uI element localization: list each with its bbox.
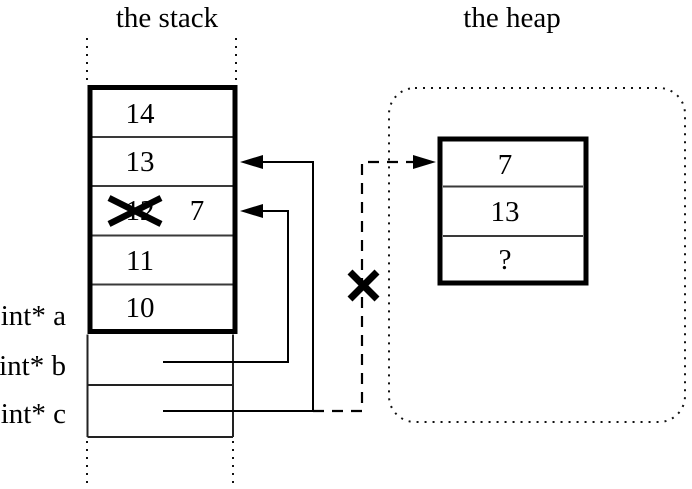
label-int-ptr-a: int* a xyxy=(1,300,66,332)
pointer-c-line xyxy=(163,161,314,412)
heap-block-frame xyxy=(437,136,589,286)
stack-cell-value-7-replacement: 7 xyxy=(190,195,205,227)
stack-title: the stack xyxy=(116,2,219,34)
label-int-ptr-b: int* b xyxy=(0,350,66,382)
stack-cell-value-11: 11 xyxy=(126,245,154,277)
heap-cell-value-7: 7 xyxy=(498,149,513,181)
heap-cell-dividers xyxy=(443,185,583,237)
pointer-c-arrowhead-left-icon xyxy=(240,155,263,169)
heap-region-dotted-border xyxy=(388,87,686,423)
heap-title: the heap xyxy=(463,2,560,34)
pointer-variable-cells xyxy=(86,334,234,438)
broken-link-x-icon xyxy=(347,269,380,302)
pointer-b-arrowhead-left-icon xyxy=(240,204,263,218)
pointer-b-line xyxy=(163,210,289,363)
label-int-ptr-c: int* c xyxy=(1,398,66,430)
stack-cell-value-14: 14 xyxy=(126,98,156,130)
stack-cell-dividers xyxy=(92,136,233,286)
heap-cell-value-question: ? xyxy=(499,244,512,276)
heap-cell-value-13: 13 xyxy=(491,196,520,228)
stack-cell-value-13: 13 xyxy=(126,146,155,178)
cross-out-icon xyxy=(107,195,163,227)
stack-frame xyxy=(87,85,238,334)
dashed-pointer-arrowhead-right-icon xyxy=(413,155,436,169)
stack-cell-value-10: 10 xyxy=(126,292,155,324)
